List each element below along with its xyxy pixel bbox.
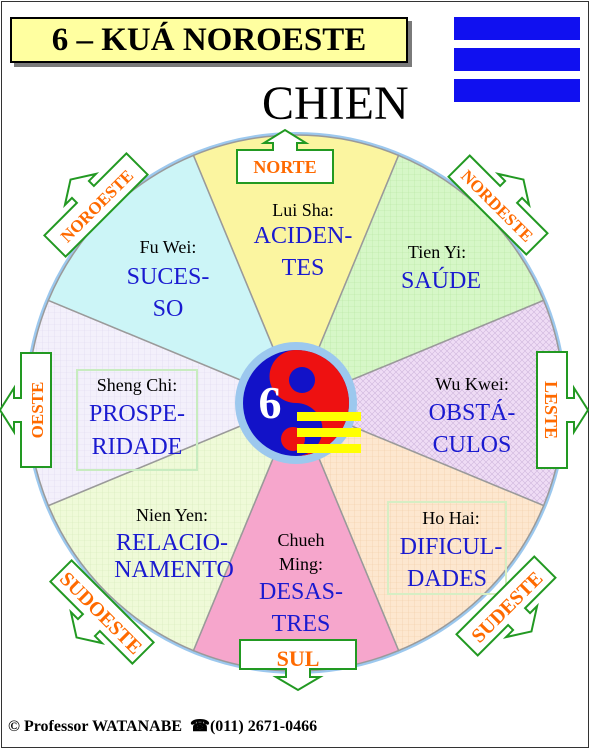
center-trigram-line-3 <box>297 444 361 453</box>
sector-label-ho-hai: Ho Hai: DIFICUL- DADES <box>400 508 503 592</box>
sectors <box>27 134 565 672</box>
sector-southwest <box>47 401 298 652</box>
trigram-icon <box>454 17 580 102</box>
sector-meaning-line-1: OBSTÁ- <box>429 400 516 426</box>
sector-label-fu-wei: Fu Wei: SUCES- SO <box>127 237 210 322</box>
direction-arrow-west: OESTE <box>0 352 52 468</box>
arrow-shape <box>239 639 357 692</box>
direction-arrow-south: SUL <box>239 639 357 692</box>
center-trigram-line-1 <box>297 412 361 421</box>
sector-meaning-line-1: ACIDEN- <box>254 223 353 249</box>
sector-name: Ho Hai: <box>422 508 480 528</box>
sector-meaning-line-2: TRES <box>272 611 331 637</box>
sector-name: Tien Yi: <box>408 242 466 262</box>
sector-name-line-2: Ming: <box>279 554 323 574</box>
taiji-icon: 6 <box>235 342 361 464</box>
sector-name: Lui Sha: <box>272 200 334 220</box>
sector-meaning-line-1: RELACIO- <box>116 530 228 556</box>
sector-meaning-line-2: RIDADE <box>92 434 183 460</box>
copyright-text: © Professor WATANABE <box>8 718 183 735</box>
phone-number: (011) 2671-0466 <box>209 718 318 735</box>
sector-meaning-line-1: DIFICUL- <box>400 534 503 560</box>
direction-label: SUL <box>277 646 320 671</box>
trigram-line-1 <box>454 17 580 40</box>
sector-southeast <box>294 401 545 652</box>
trigram-name: CHIEN <box>262 77 409 130</box>
footer: © Professor WATANABE ☎(011) 2671-0466 <box>8 716 317 736</box>
sector-name-line-1: Chueh <box>278 530 325 550</box>
sector-label-wu-kwei: Wu Kwei: OBSTÁ- CULOS <box>429 374 516 458</box>
arrow-shape <box>0 352 52 468</box>
sector-name: Fu Wei: <box>140 237 197 257</box>
sector-name: Sheng Chi: <box>97 375 178 395</box>
sector-meaning-line-1: SUCES- <box>127 264 210 290</box>
sector-meaning-line-2: SO <box>153 296 184 322</box>
sector-meaning-line-2: TES <box>282 255 325 281</box>
sector-meaning-line-2: CULOS <box>433 432 512 458</box>
arrow-shape <box>455 555 557 657</box>
direction-label: LESTE <box>541 381 561 439</box>
sector-meaning-line-2: NAMENTO <box>114 557 234 583</box>
direction-arrow-north: NORTE <box>236 128 334 184</box>
sector-name: Nien Yen: <box>136 505 208 525</box>
page-title: 6 – KUÁ NOROESTE <box>10 17 408 63</box>
direction-label: NORTE <box>253 157 316 177</box>
sector-meaning-line-1: DESAS- <box>259 579 343 605</box>
arrow-shape <box>48 558 156 666</box>
arrow-shape <box>42 151 150 259</box>
direction-label: OESTE <box>28 382 47 439</box>
sector-name: Wu Kwei: <box>435 374 509 394</box>
direction-arrow-southwest: SUDOESTE <box>48 558 156 666</box>
sector-label-sheng-chi: Sheng Chi: PROSPE- RIDADE <box>89 375 185 460</box>
highlight-box-west <box>76 369 198 471</box>
sector-north <box>192 134 400 405</box>
title-text: 6 – KUÁ NOROESTE <box>51 21 367 58</box>
sector-label-chueh-ming: Chueh Ming: DESAS- TRES <box>259 530 343 637</box>
arrow-shape <box>536 351 590 469</box>
highlight-box-southeast <box>387 501 507 595</box>
sector-label-lui-sha: Lui Sha: ACIDEN- TES <box>254 200 353 281</box>
center-number: 6 <box>259 377 282 428</box>
trigram-line-2 <box>454 48 580 71</box>
sector-meaning-line-1: PROSPE- <box>89 401 185 427</box>
trigram-line-3 <box>454 79 580 102</box>
taiji-dot-upper <box>289 367 315 393</box>
direction-arrow-east: LESTE <box>536 351 590 469</box>
sector-label-tien-yi: Tien Yi: SAÚDE <box>401 242 481 294</box>
arrow-shape <box>447 154 549 256</box>
center-trigram-line-2 <box>297 428 361 437</box>
sector-meaning-line-2: DADES <box>407 566 487 592</box>
sector-meaning-line-1: SAÚDE <box>401 267 481 294</box>
sector-label-nien-yen: Nien Yen: RELACIO- NAMENTO <box>114 505 234 583</box>
telephone-icon: ☎ <box>190 718 210 735</box>
arrow-shape <box>236 128 334 184</box>
